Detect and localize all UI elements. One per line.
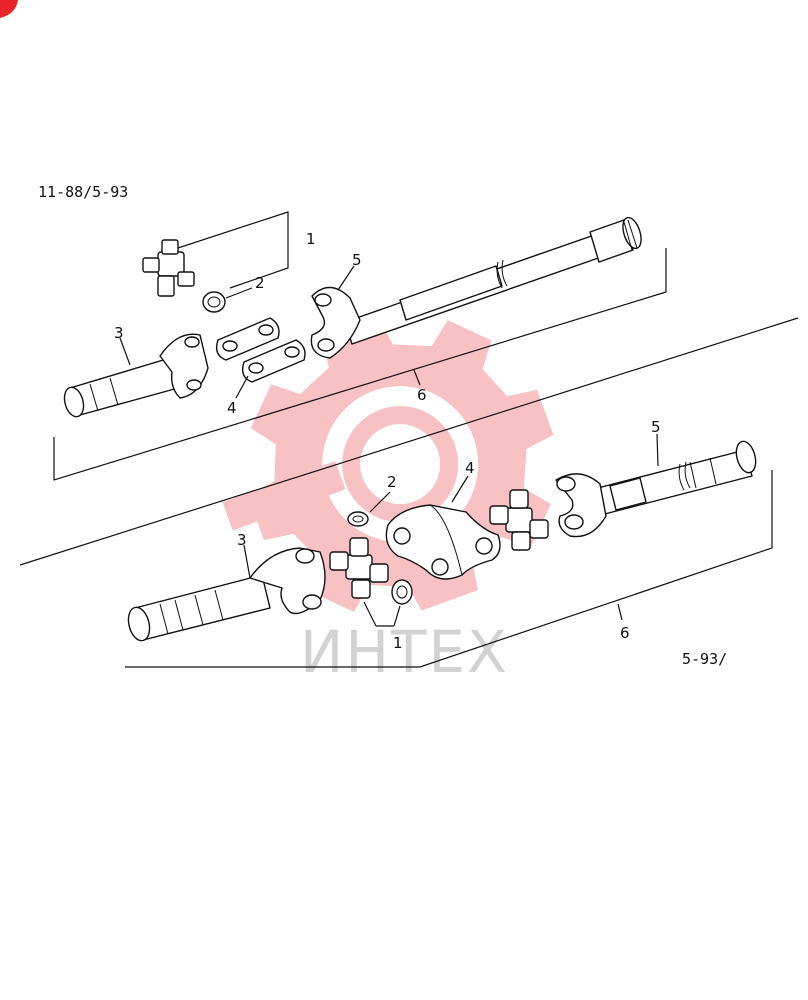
upper-inner-shaft (63, 333, 209, 418)
lower-callout-2: 2 (387, 473, 397, 491)
section-divider (19, 317, 799, 566)
upper-leader-3 (119, 337, 131, 366)
lower-bracket-6 (125, 470, 773, 668)
lower-callout-6: 6 (620, 624, 630, 642)
lower-leader-2 (369, 491, 391, 513)
upper-callout-6: 6 (417, 386, 427, 404)
lower-callout-4: 4 (465, 459, 475, 477)
lower-callout-5: 5 (651, 418, 661, 436)
upper-outer-yoke (310, 286, 361, 359)
upper-outer-shaft (344, 216, 642, 345)
upper-callout-5: 5 (352, 251, 362, 269)
lower-right-ujoint-cross (489, 489, 549, 551)
lower-outer-shaft (589, 440, 757, 517)
lower-centering-yoke (385, 504, 501, 580)
upper-callout-2: 2 (255, 274, 265, 292)
upper-callout-4: 4 (227, 399, 237, 417)
lower-callout-3: 3 (237, 531, 247, 549)
upper-callout-3: 3 (114, 324, 124, 342)
upper-leader-5 (337, 265, 355, 291)
lower-assembly: 1 2 3 4 5 6 (125, 418, 773, 668)
upper-callout-1: 1 (306, 230, 316, 248)
lower-leader-3 (243, 544, 251, 579)
upper-coupling-plates (215, 317, 306, 383)
lower-snap-ring-bottom (391, 579, 413, 605)
upper-leader-6 (413, 369, 421, 386)
lower-left-ujoint-cross (329, 537, 389, 599)
upper-ujoint-cross (142, 239, 195, 297)
upper-leader-4 (235, 375, 249, 399)
watermark-gear-icon (222, 317, 554, 612)
lower-leader-4 (451, 475, 469, 503)
upper-assembly: 1 2 3 4 5 6 (53, 211, 667, 481)
lower-leader-1a (363, 601, 377, 627)
upper-leader-2 (225, 287, 253, 299)
lower-inner-shaft (127, 547, 326, 642)
footer-date-range: 5-93/ (682, 650, 727, 668)
lower-snap-ring-top (347, 511, 369, 527)
header-date-range: 11-88/5-93 (38, 183, 128, 201)
upper-bracket-1 (177, 211, 289, 289)
corner-logo-icon (0, 0, 18, 18)
lower-leader-1b (393, 605, 401, 627)
lower-leader-6 (617, 603, 623, 621)
lower-outer-yoke (555, 473, 607, 538)
upper-bracket-6 (53, 248, 667, 481)
lower-callout-1: 1 (393, 634, 403, 652)
upper-snap-ring (202, 291, 226, 313)
watermark-text: ИНТЕХ (300, 618, 509, 686)
lower-leader-5 (656, 433, 659, 467)
